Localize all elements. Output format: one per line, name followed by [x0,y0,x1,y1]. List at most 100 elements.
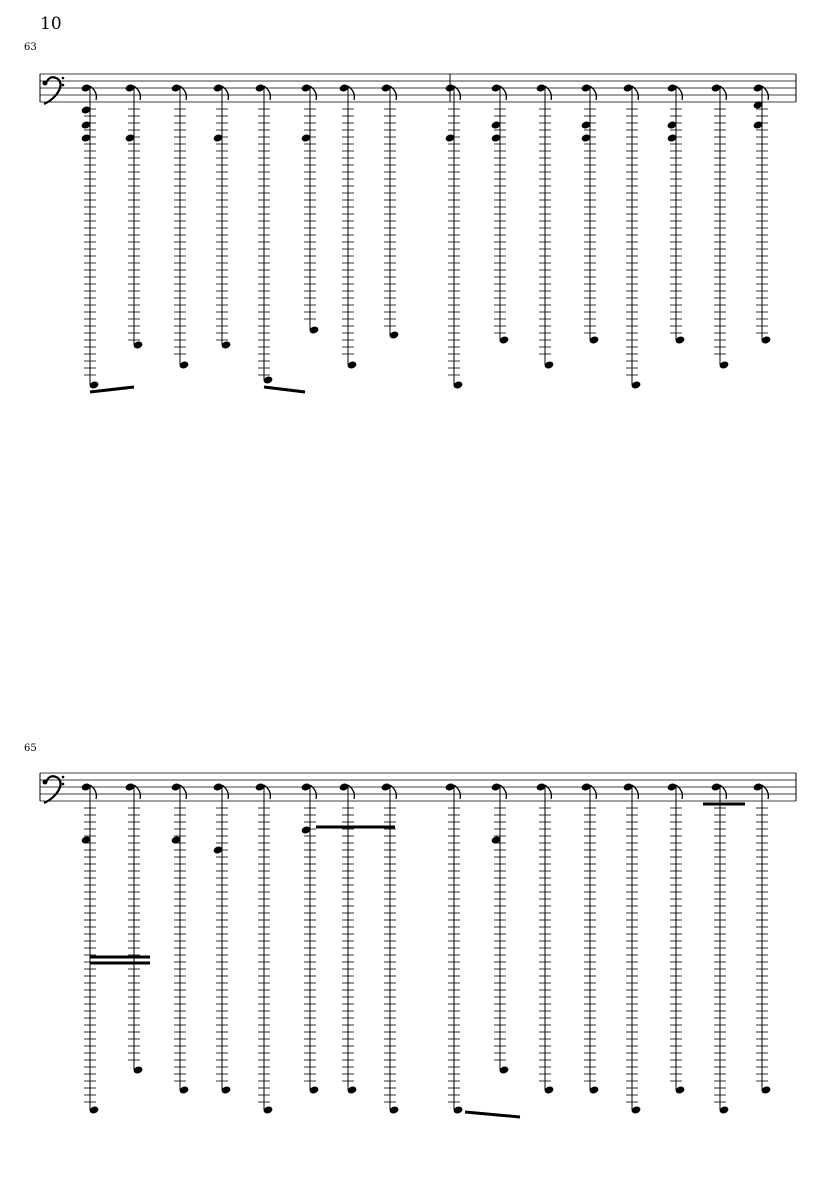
notehead [309,1086,319,1094]
notehead [581,783,591,791]
flag [453,784,462,800]
notehead [623,783,633,791]
beam [89,385,135,394]
flag [544,85,553,101]
notehead [339,783,349,791]
bass-clef-icon [61,83,65,87]
notehead [675,336,685,344]
flag [499,784,508,800]
notehead [491,84,501,92]
notehead [491,134,501,142]
notehead [453,381,463,389]
notehead [623,84,633,92]
notehead [389,331,399,339]
notehead [81,84,91,92]
flag [675,784,684,800]
measure-number-system-2: 65 [24,743,37,754]
notehead [81,134,91,142]
notehead [81,106,91,114]
flag [179,784,188,800]
notehead [171,84,181,92]
flag [589,784,598,800]
notehead [667,121,677,129]
measure-number-system-1: 63 [24,42,37,53]
notehead [753,783,763,791]
notehead [81,783,91,791]
notehead [125,783,135,791]
flag [89,85,98,101]
notehead [301,134,311,142]
flag [761,784,770,800]
flag [263,85,272,101]
page-number: 10 [40,14,62,34]
bass-clef-icon [61,76,65,80]
notehead [536,84,546,92]
flag [589,85,598,101]
notehead [761,1086,771,1094]
notehead [81,121,91,129]
flag [89,784,98,800]
flag [309,85,318,101]
flag [544,784,553,800]
notehead [491,121,501,129]
notehead [761,336,771,344]
bass-clef-icon [61,775,65,779]
notehead [179,1086,189,1094]
bass-clef-icon [42,779,48,785]
notehead [309,326,319,334]
notehead [711,84,721,92]
flag [389,784,398,800]
flag [347,784,356,800]
notehead [711,783,721,791]
bass-clef-icon [43,775,62,805]
flag [179,85,188,101]
notehead [179,361,189,369]
notehead [536,783,546,791]
notehead [301,84,311,92]
notehead [581,134,591,142]
flag [133,784,142,800]
notehead [581,121,591,129]
notehead [491,836,501,844]
notehead [381,84,391,92]
notehead [589,1086,599,1094]
notehead [221,1086,231,1094]
notehead [753,84,763,92]
beam [263,385,306,394]
flag [499,85,508,101]
flag [675,85,684,101]
flag [389,85,398,101]
notehead [667,783,677,791]
flag [719,85,728,101]
notehead [753,101,763,109]
flag [347,85,356,101]
notehead [263,376,273,384]
flag [719,784,728,800]
notehead [445,84,455,92]
beam [464,1110,521,1119]
notehead [213,846,223,854]
flag [133,85,142,101]
notehead [631,381,641,389]
notehead [125,84,135,92]
notehead [125,134,135,142]
flag [453,85,462,101]
notehead [221,341,231,349]
notehead [381,783,391,791]
notehead [89,1106,99,1114]
notehead [89,381,99,389]
notehead [491,783,501,791]
notehead [81,836,91,844]
bass-clef-icon [61,782,65,786]
notehead [631,1106,641,1114]
notehead [171,836,181,844]
notehead [301,826,311,834]
notehead [301,783,311,791]
notehead [445,134,455,142]
notehead [339,84,349,92]
notehead [255,783,265,791]
notehead [445,783,455,791]
notehead [453,1106,463,1114]
notehead [347,361,357,369]
notehead [213,84,223,92]
